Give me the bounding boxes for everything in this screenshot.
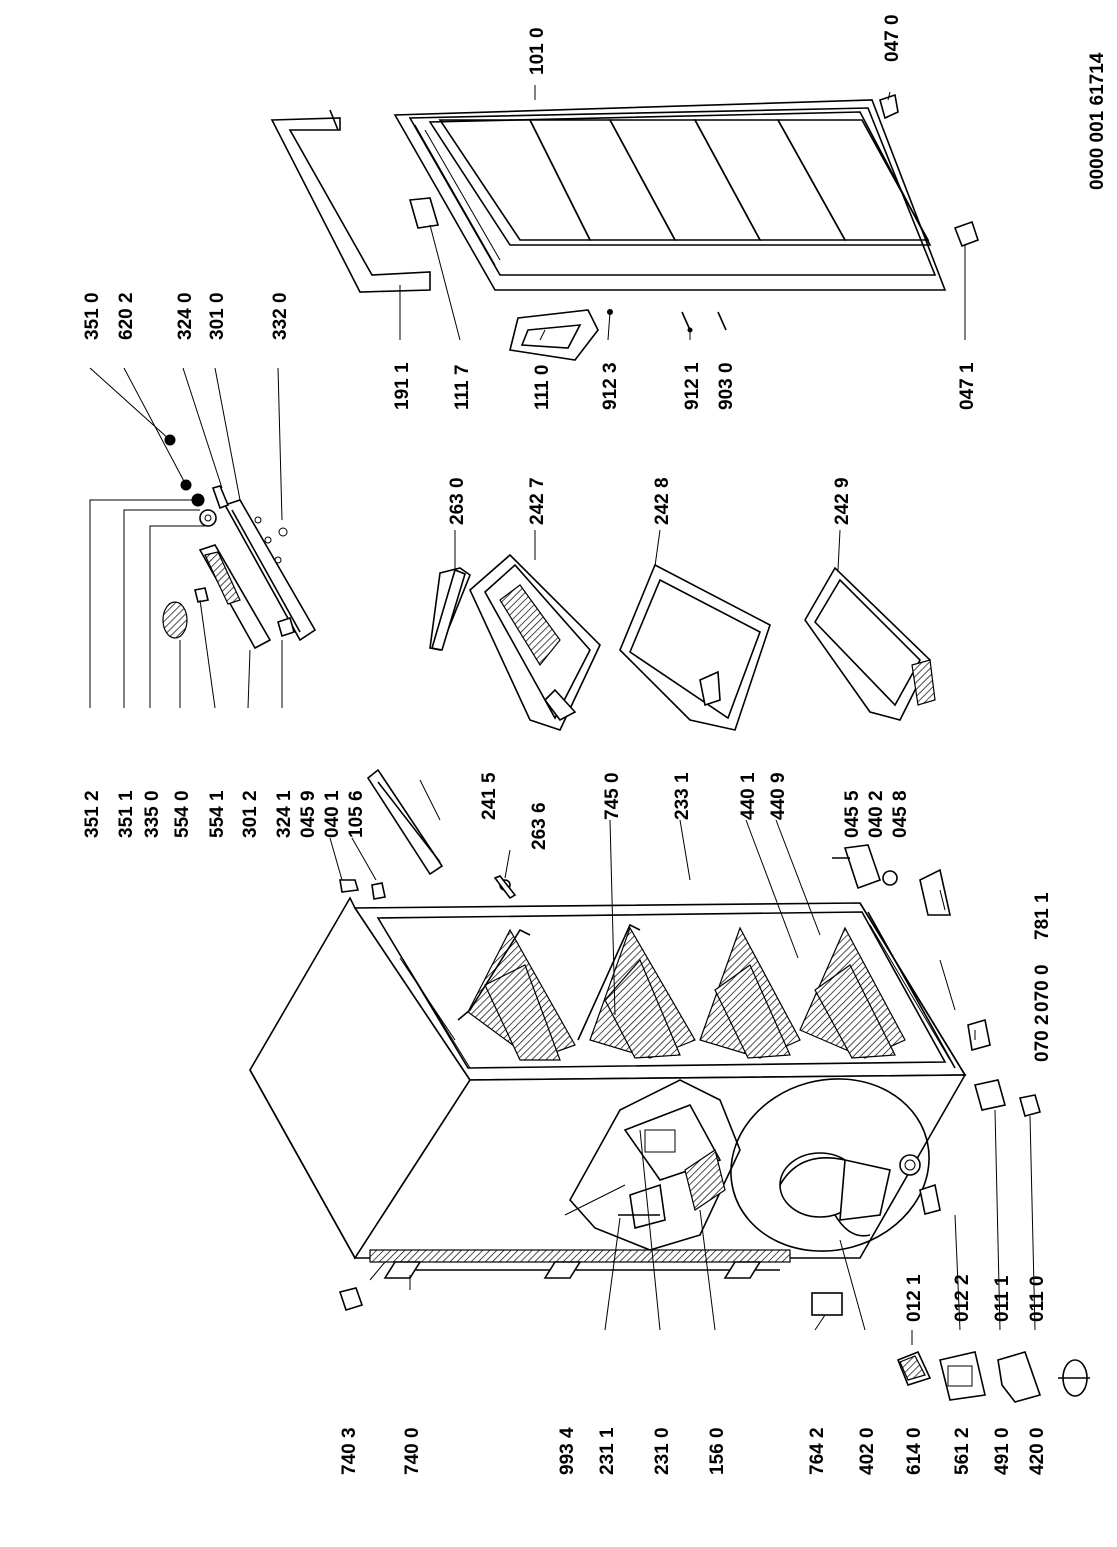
label-781-1: 781 1 [1032, 892, 1053, 940]
compressor-assembly [730, 1078, 930, 1252]
label-745-0: 745 0 [602, 772, 623, 820]
label-324-1: 324 1 [274, 790, 295, 838]
control-panel-assembly [569, 1079, 741, 1251]
label-242-9: 242 9 [832, 477, 853, 525]
label-191-1: 191 1 [392, 362, 413, 410]
label-045-8: 045 8 [890, 790, 911, 838]
label-764-2: 764 2 [807, 1427, 828, 1475]
label-491-0: 491 0 [992, 1427, 1013, 1475]
door-assembly [393, 99, 947, 291]
label-040-2: 040 2 [866, 790, 887, 838]
loose-parts [338, 1287, 1090, 1403]
label-012-1: 012 1 [904, 1274, 925, 1322]
label-242-8: 242 8 [652, 477, 673, 525]
label-156-0: 156 0 [707, 1427, 728, 1475]
label-231-0: 231 0 [652, 1427, 673, 1475]
label-554-0: 554 0 [172, 790, 193, 838]
label-554-1: 554 1 [207, 790, 228, 838]
label-111-7: 111 7 [452, 365, 473, 410]
label-301-2: 301 2 [240, 790, 261, 838]
door-small-parts [408, 93, 980, 361]
label-242-7: 242 7 [527, 477, 548, 525]
label-263-0: 263 0 [447, 477, 468, 525]
label-324-0: 324 0 [175, 292, 196, 340]
label-011-0: 011 0 [1027, 1276, 1048, 1323]
label-045-5: 045 5 [842, 790, 863, 838]
label-740-3: 740 3 [339, 1427, 360, 1475]
label-263-6: 263 6 [529, 802, 550, 850]
label-241-5: 241 5 [479, 772, 500, 820]
label-047-0: 047 0 [882, 14, 903, 62]
label-301-0: 301 0 [207, 292, 228, 340]
label-231-1: 231 1 [597, 1427, 618, 1475]
label-912-1: 912 1 [682, 362, 703, 410]
label-101-0: 101 0 [527, 27, 548, 75]
label-105-6: 105 6 [346, 790, 367, 838]
label-351-1: 351 1 [116, 790, 137, 838]
label-047-1: 047 1 [957, 362, 978, 410]
label-440-1: 440 1 [738, 772, 759, 820]
label-070-0: 070 0 [1032, 964, 1053, 1012]
wire-shelves [457, 923, 906, 1061]
label-335-0: 335 0 [142, 790, 163, 838]
label-740-0: 740 0 [402, 1427, 423, 1475]
label-402-0: 402 0 [857, 1427, 878, 1475]
label-993-4: 993 4 [557, 1427, 578, 1475]
door-gasket [270, 109, 431, 293]
label-070-2: 070 2 [1032, 1014, 1053, 1062]
label-012-2: 012 2 [952, 1274, 973, 1322]
label-620-2: 620 2 [116, 292, 137, 340]
label-233-1: 233 1 [672, 772, 693, 820]
bottom-hinge-parts [832, 844, 1041, 1215]
label-561-2: 561 2 [952, 1427, 973, 1475]
label-440-9: 440 9 [768, 772, 789, 820]
document-number: 0000 001 61714 [1087, 52, 1108, 190]
label-420-0: 420 0 [1027, 1427, 1048, 1475]
freezer-baskets [430, 553, 936, 731]
label-040-1: 040 1 [322, 790, 343, 838]
label-111-0: 111 0 [532, 365, 553, 410]
label-045-9: 045 9 [298, 790, 319, 838]
leader-lines [89, 85, 1036, 1345]
label-351-2: 351 2 [82, 790, 103, 838]
top-parts [162, 434, 317, 650]
label-011-1: 011 1 [992, 1275, 1013, 1322]
label-903-0: 903 0 [716, 362, 737, 410]
part-labels: 351 0 620 2 324 0 301 0 332 0 191 1 111 … [82, 14, 1053, 1475]
label-912-3: 912 3 [600, 362, 621, 410]
label-332-0: 332 0 [270, 292, 291, 340]
label-614-0: 614 0 [904, 1427, 925, 1475]
label-351-0: 351 0 [82, 292, 103, 340]
